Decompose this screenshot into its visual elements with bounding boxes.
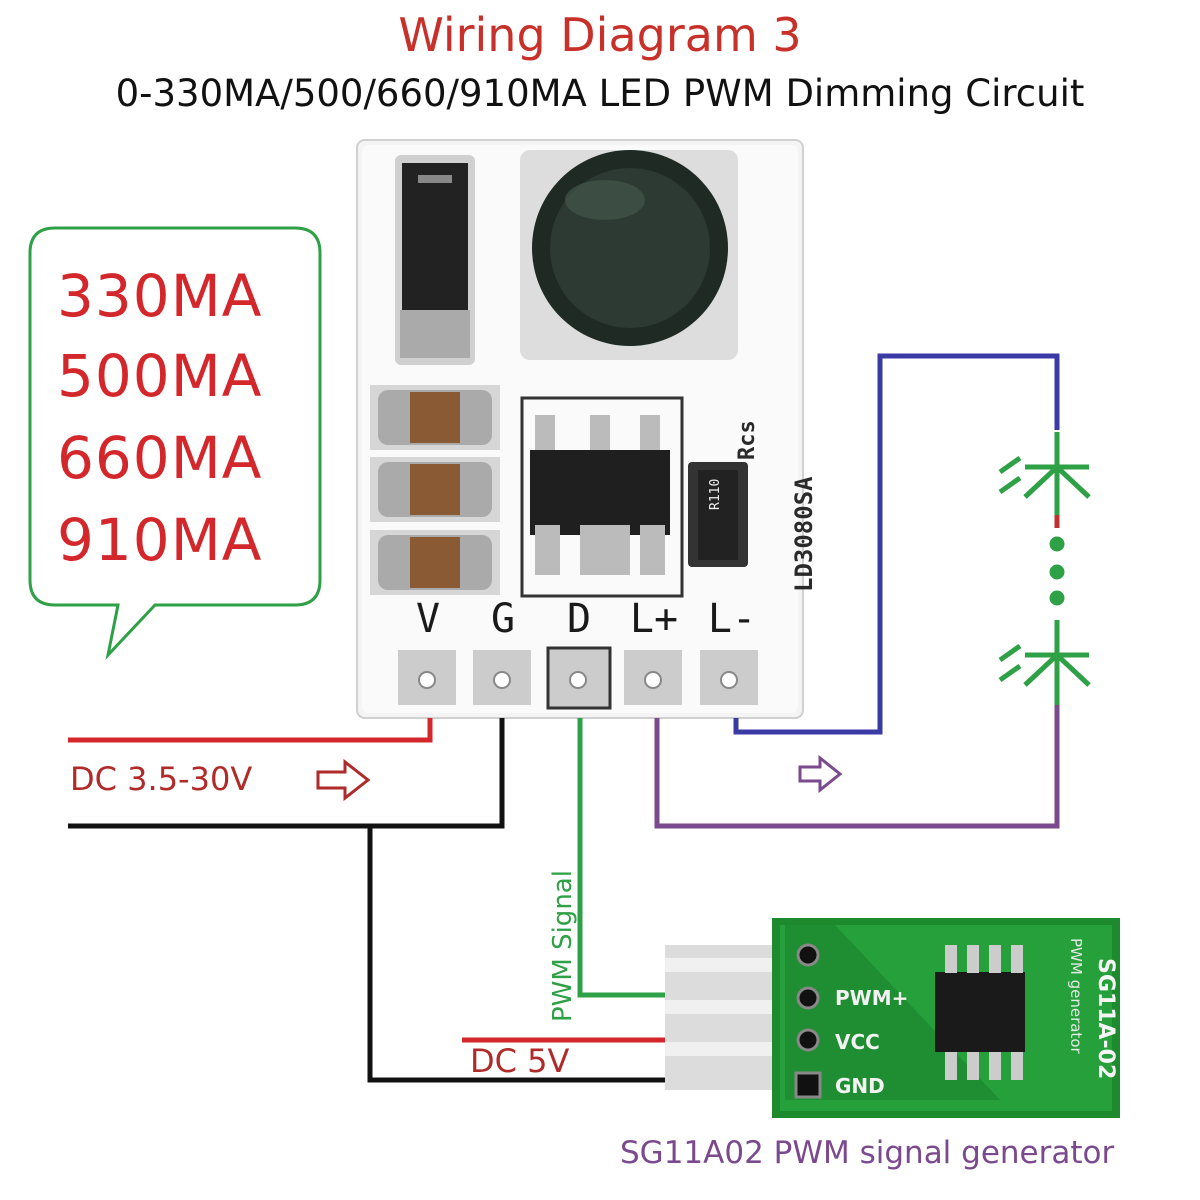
generator-pin-vcc: VCC (835, 1030, 880, 1054)
rcs-label: Rcs (735, 420, 760, 460)
resistor-code: R110 (708, 478, 723, 510)
driver-ic (520, 396, 684, 598)
generator-model: SG11A-02 (1093, 958, 1118, 1080)
pwm-signal-label: PWM Signal (548, 870, 578, 1022)
dc-5v-label: DC 5V (470, 1042, 570, 1080)
direction-arrow-led (798, 754, 843, 794)
wire-led-positive (654, 705, 1060, 829)
pwm-generator-module (665, 918, 1120, 1118)
current-option-3: 660MA (57, 424, 263, 492)
terminal-pads (398, 646, 758, 710)
driver-board (356, 139, 804, 719)
generator-description: PWM generator (1067, 938, 1085, 1054)
diagram-subtitle: 0-330MA/500/660/910MA LED PWM Dimming Ci… (115, 72, 1085, 115)
generator-pin-gnd: GND (835, 1074, 885, 1098)
pin-label-g: G (490, 596, 516, 642)
generator-pin-pwm: PWM+ (835, 986, 909, 1010)
pin-label-v: V (415, 596, 441, 642)
generator-caption: SG11A02 PWM signal generator (620, 1135, 1115, 1171)
wire-ground (68, 718, 505, 829)
direction-arrow-dc (316, 758, 371, 802)
current-option-2: 500MA (57, 342, 263, 410)
pin-label-l-plus: L+ (629, 596, 679, 642)
pin-label-l-minus: L- (707, 596, 757, 642)
board-model: LD3080SA (790, 476, 818, 592)
wire-v-positive (68, 718, 433, 743)
wires (68, 353, 1060, 1083)
led-icon-bottom (998, 620, 1091, 705)
led-icon-top (998, 432, 1091, 515)
wire-led-negative (733, 353, 1060, 735)
pin-label-d: D (566, 596, 592, 642)
diagram-title: Wiring Diagram 3 (398, 8, 802, 62)
dc-main-label: DC 3.5-30V (70, 760, 253, 798)
led-string (998, 432, 1091, 705)
current-callout-bubble (28, 226, 322, 660)
capacitor-components (370, 385, 500, 595)
wire-pwm (577, 718, 665, 998)
generator-chip (935, 972, 1025, 1052)
wire-ground-generator (367, 826, 665, 1083)
current-option-4: 910MA (57, 506, 263, 574)
current-option-1: 330MA (57, 262, 263, 330)
